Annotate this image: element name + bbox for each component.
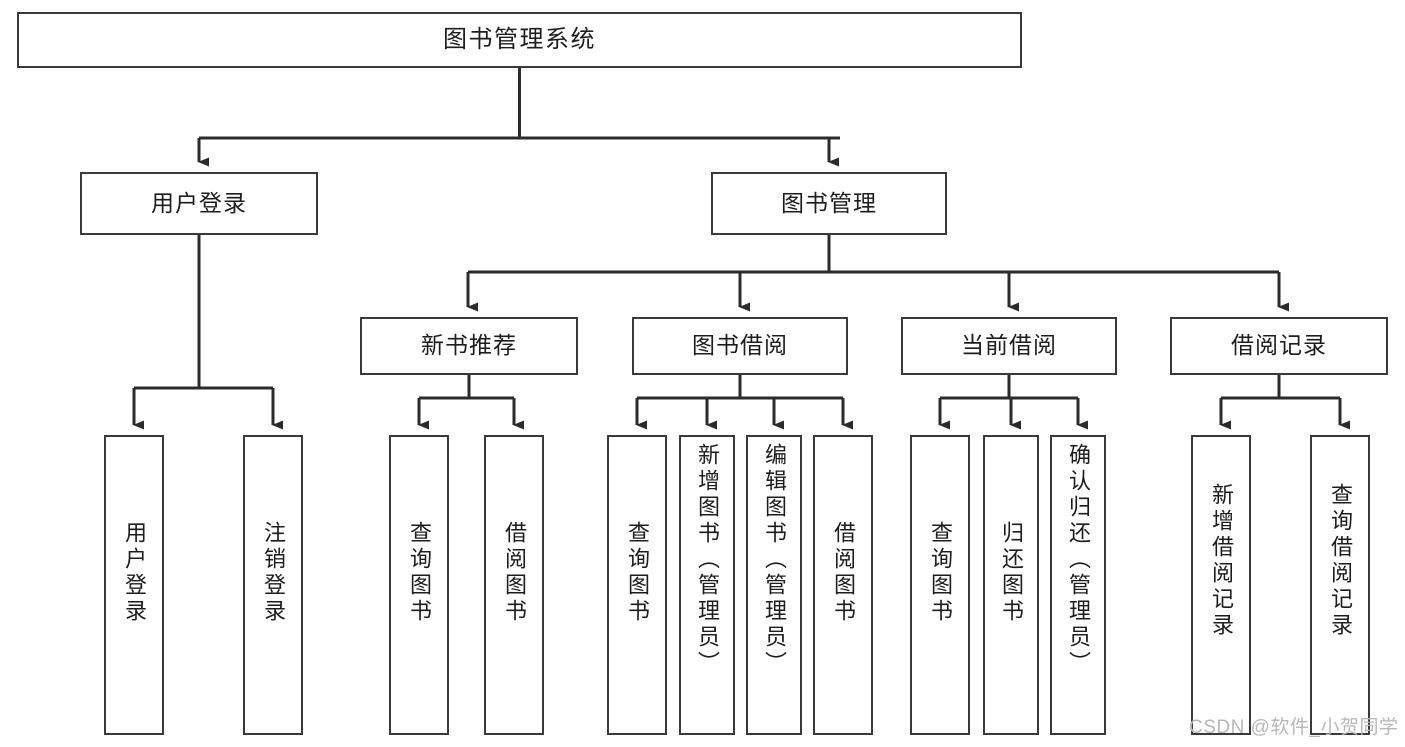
- leaf-node-add-book-admin[interactable]: 新增图书（管理员）: [679, 435, 735, 735]
- node-book-borrow-label: 图书借阅: [692, 332, 788, 359]
- node-current-borrow-label: 当前借阅: [961, 332, 1057, 359]
- leaf-node-query-borrow-record-label: 查询借阅记录: [1328, 483, 1353, 639]
- node-borrow-record-label: 借阅记录: [1231, 332, 1327, 359]
- node-current-borrow[interactable]: 当前借阅: [901, 317, 1117, 375]
- leaf-node-query-book-rec-label: 查询图书: [407, 521, 432, 625]
- leaf-node-logout-login[interactable]: 注销登录: [243, 435, 303, 735]
- node-new-book-recommend[interactable]: 新书推荐: [360, 317, 578, 375]
- node-borrow-record[interactable]: 借阅记录: [1170, 317, 1388, 375]
- leaf-node-user-login[interactable]: 用户登录: [104, 435, 164, 735]
- leaf-node-confirm-return-admin[interactable]: 确认归还（管理员）: [1050, 435, 1106, 735]
- leaf-node-borrow-book[interactable]: 借阅图书: [813, 435, 873, 735]
- leaf-node-query-book-current[interactable]: 查询图书: [910, 435, 970, 735]
- leaf-node-edit-book-admin-label: 编辑图书（管理员）: [762, 443, 787, 677]
- leaf-node-query-book-borrow[interactable]: 查询图书: [607, 435, 667, 735]
- watermark-text: CSDN @软件_小贺同学: [1189, 717, 1399, 738]
- leaf-node-return-book[interactable]: 归还图书: [983, 435, 1039, 735]
- leaf-node-confirm-return-admin-label: 确认归还（管理员）: [1066, 443, 1091, 677]
- leaf-node-return-book-label: 归还图书: [999, 521, 1024, 625]
- leaf-node-borrow-book-rec[interactable]: 借阅图书: [484, 435, 544, 735]
- leaf-node-logout-login-label: 注销登录: [261, 521, 286, 625]
- leaf-node-user-login-label: 用户登录: [122, 521, 147, 625]
- node-user-login[interactable]: 用户登录: [80, 172, 318, 235]
- leaf-node-add-borrow-record-label: 新增借阅记录: [1209, 483, 1234, 639]
- node-user-login-label: 用户登录: [151, 189, 247, 216]
- leaf-node-query-book-rec[interactable]: 查询图书: [389, 435, 449, 735]
- node-book-borrow[interactable]: 图书借阅: [632, 317, 848, 375]
- node-book-manage-label: 图书管理: [781, 189, 877, 216]
- node-root-label: 图书管理系统: [443, 25, 596, 53]
- node-new-book-recommend-label: 新书推荐: [421, 332, 517, 359]
- leaf-node-add-borrow-record[interactable]: 新增借阅记录: [1191, 435, 1251, 735]
- node-book-manage[interactable]: 图书管理: [711, 172, 947, 235]
- leaf-node-borrow-book-label: 借阅图书: [831, 521, 856, 625]
- node-root[interactable]: 图书管理系统: [17, 12, 1022, 68]
- leaf-node-query-book-current-label: 查询图书: [928, 521, 953, 625]
- leaf-node-edit-book-admin[interactable]: 编辑图书（管理员）: [746, 435, 802, 735]
- leaf-node-add-book-admin-label: 新增图书（管理员）: [695, 443, 720, 677]
- leaf-node-query-book-borrow-label: 查询图书: [625, 521, 650, 625]
- leaf-node-query-borrow-record[interactable]: 查询借阅记录: [1310, 435, 1370, 735]
- leaf-node-borrow-book-rec-label: 借阅图书: [502, 521, 527, 625]
